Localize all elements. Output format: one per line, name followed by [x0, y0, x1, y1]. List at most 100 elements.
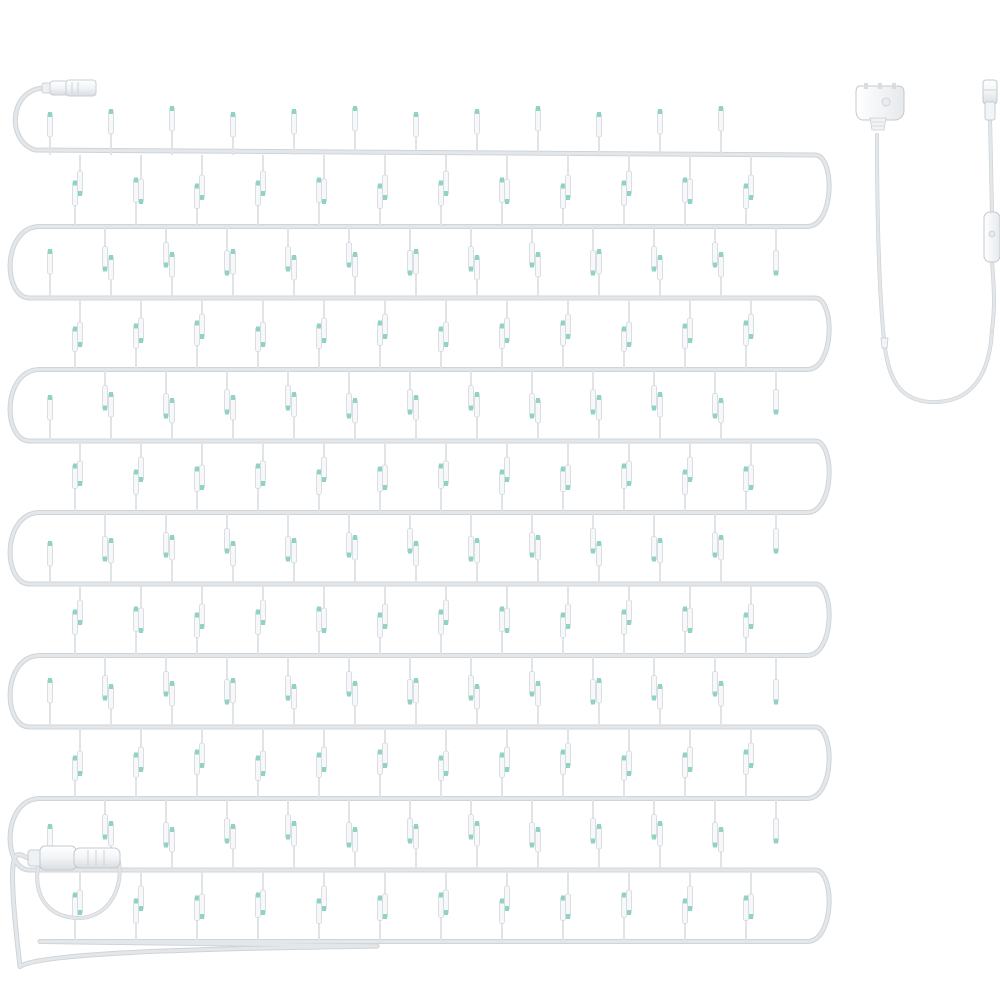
bulb-array: [47, 106, 779, 942]
led-bulb: [651, 226, 657, 272]
led-bulb: [474, 684, 480, 727]
led-bulb: [560, 183, 566, 227]
led-bulb: [47, 678, 53, 727]
led-bulb: [352, 398, 358, 441]
led-bulb: [565, 727, 571, 768]
led-bulb: [468, 798, 474, 840]
led-bulb: [443, 870, 449, 915]
led-bulb: [468, 226, 474, 272]
led-bulb: [687, 727, 693, 772]
led-bulb: [224, 798, 230, 844]
led-bulb: [504, 155, 510, 204]
led-bulb: [407, 655, 413, 705]
led-bulb: [224, 512, 230, 554]
led-bulb: [321, 727, 327, 772]
led-bulb: [565, 298, 571, 339]
led-bulb: [743, 749, 749, 799]
led-bulb: [413, 249, 419, 298]
led-bulb: [626, 584, 632, 625]
led-bulb: [535, 398, 541, 441]
led-bulb: [504, 870, 510, 911]
led-bulb: [773, 512, 779, 554]
led-bulb: [102, 512, 108, 562]
led-bulb: [163, 226, 169, 268]
led-bulb: [194, 749, 200, 799]
led-bulb: [285, 369, 291, 411]
led-bulb: [474, 109, 480, 155]
led-bulb: [138, 727, 144, 772]
led-bulb: [499, 469, 505, 513]
led-bulb: [138, 155, 144, 204]
led-bulb: [291, 538, 297, 584]
led-bulb: [535, 681, 541, 727]
led-bulb: [77, 727, 83, 776]
led-bulb: [72, 755, 78, 799]
led-bulb: [133, 606, 139, 656]
led-bulb: [138, 441, 144, 482]
led-bulb: [316, 323, 322, 370]
led-bulb: [224, 369, 230, 415]
led-bulb: [47, 395, 53, 441]
led-bulb: [260, 584, 266, 625]
led-bulb: [682, 606, 688, 656]
led-bulb: [77, 441, 83, 486]
led-bulb: [169, 827, 175, 870]
led-bulb: [352, 681, 358, 727]
led-bulb: [321, 441, 327, 482]
led-bulb: [596, 678, 602, 727]
led-bulb: [72, 609, 78, 656]
led-bulb: [133, 323, 139, 370]
led-bulb: [565, 584, 571, 629]
led-bulb: [626, 441, 632, 486]
led-bulb: [687, 870, 693, 911]
led-bulb: [47, 541, 53, 584]
led-bulb: [352, 535, 358, 584]
led-bulb: [718, 535, 724, 584]
led-bulb: [651, 369, 657, 411]
led-bulb: [443, 298, 449, 347]
led-bulb: [255, 326, 261, 370]
led-bulb: [748, 155, 754, 200]
led-bulb: [108, 255, 114, 298]
led-bulb: [407, 226, 413, 276]
led-bulb: [194, 895, 200, 942]
led-bulb: [377, 895, 383, 942]
led-bulb: [626, 155, 632, 196]
led-bulb: [560, 612, 566, 656]
led-bulb: [102, 226, 108, 272]
led-bulb: [316, 606, 322, 656]
led-bulb: [255, 463, 261, 513]
led-bulb: [626, 727, 632, 776]
led-bulb: [687, 155, 693, 204]
led-bulb: [108, 109, 114, 155]
led-bulb: [291, 821, 297, 870]
led-bulb: [407, 798, 413, 844]
led-bulb: [743, 895, 749, 942]
led-bulb: [194, 183, 200, 227]
power-adapter: [855, 79, 1000, 405]
led-bulb: [560, 466, 566, 513]
led-bulb: [230, 541, 236, 584]
led-bulb: [657, 255, 663, 298]
led-bulb: [712, 226, 718, 268]
led-bulb: [285, 512, 291, 562]
led-bulb: [438, 326, 444, 370]
led-bulb: [291, 255, 297, 298]
led-bulb: [413, 541, 419, 584]
led-bulb: [743, 320, 749, 370]
adapter-connector-icon: [982, 79, 998, 121]
led-bulb: [773, 226, 779, 276]
led-bulb: [291, 392, 297, 441]
led-bulb: [718, 681, 724, 727]
led-bulb: [474, 538, 480, 584]
led-bulb: [443, 155, 449, 196]
led-bulb: [230, 678, 236, 727]
led-bulb: [718, 252, 724, 298]
led-bulb: [535, 535, 541, 584]
led-bulb: [230, 249, 236, 298]
led-bulb: [108, 684, 114, 727]
led-bulb: [224, 655, 230, 705]
led-bulb: [474, 255, 480, 298]
led-bulb: [712, 369, 718, 419]
